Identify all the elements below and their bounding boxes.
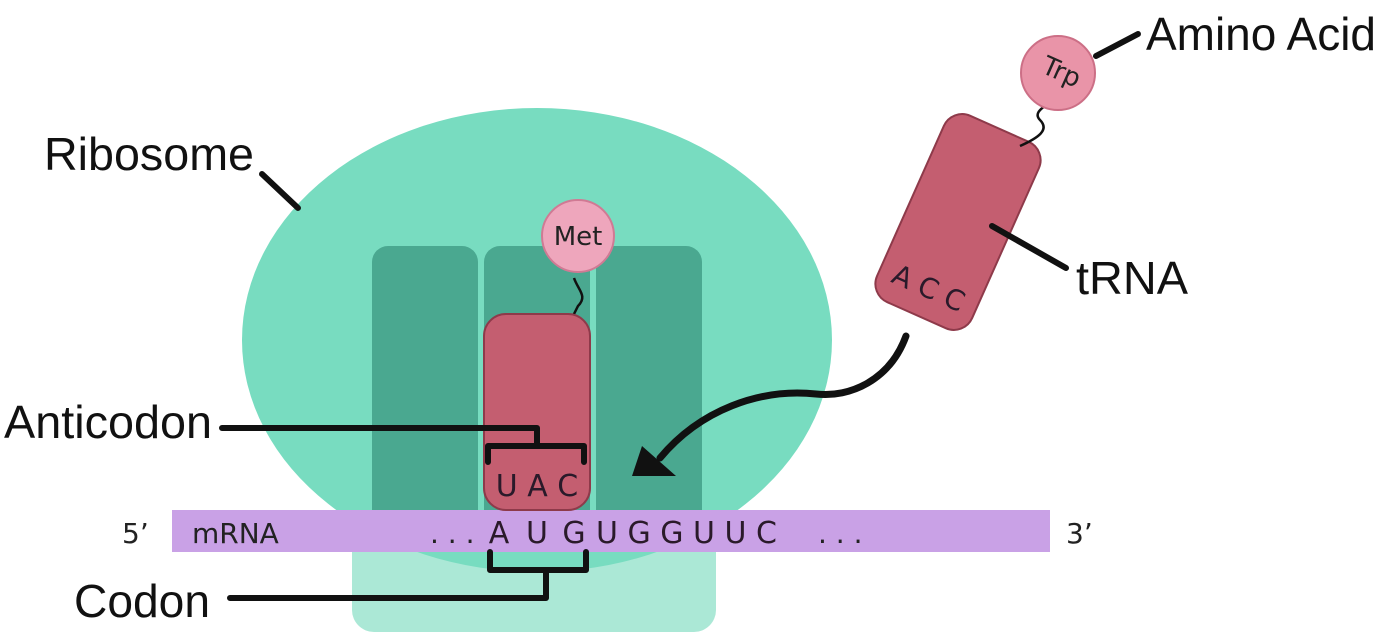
mrna-three-prime: 3’ <box>1066 517 1093 550</box>
mrna-five-prime: 5’ <box>122 517 149 550</box>
bound-trna <box>483 313 591 511</box>
mrna-label: mRNA <box>192 517 279 550</box>
ribosome-label: Ribosome <box>44 128 254 180</box>
ribosome-site-e <box>372 246 478 526</box>
incoming-trna-group: A C C <box>874 113 1042 331</box>
bound-anticodon-bases: U A C <box>496 469 579 504</box>
mrna-following-bases: U G G U U C <box>596 516 777 551</box>
anticodon-label: Anticodon <box>4 396 212 448</box>
amino-acid-label: Amino Acid <box>1146 8 1376 60</box>
mrna-leading-dots: . . . <box>430 517 475 550</box>
codon-bracket <box>227 549 589 601</box>
codon-base-1: A <box>489 516 510 551</box>
met-amino-acid <box>541 199 615 273</box>
anticodon-bracket <box>219 425 587 465</box>
codon-base-3: G <box>562 516 585 551</box>
ribosome-pointer <box>259 171 301 211</box>
codon-base-2: U <box>526 516 548 551</box>
bound-trna-linker <box>570 277 584 319</box>
trna-pointer <box>989 223 1069 271</box>
mrna-trailing-dots: . . . <box>818 517 863 550</box>
codon-label: Codon <box>74 575 210 627</box>
ribosome-site-a <box>596 246 702 526</box>
amino-acid-pointer <box>1093 31 1141 59</box>
incoming-arrow-curve <box>656 332 910 462</box>
mrna-strand <box>172 510 1050 552</box>
met-label: Met <box>554 222 603 252</box>
incoming-arrowhead <box>632 446 676 476</box>
incoming-trna <box>874 113 1042 331</box>
trna-label: tRNA <box>1076 252 1188 304</box>
trp-amino-acid <box>1020 35 1096 111</box>
